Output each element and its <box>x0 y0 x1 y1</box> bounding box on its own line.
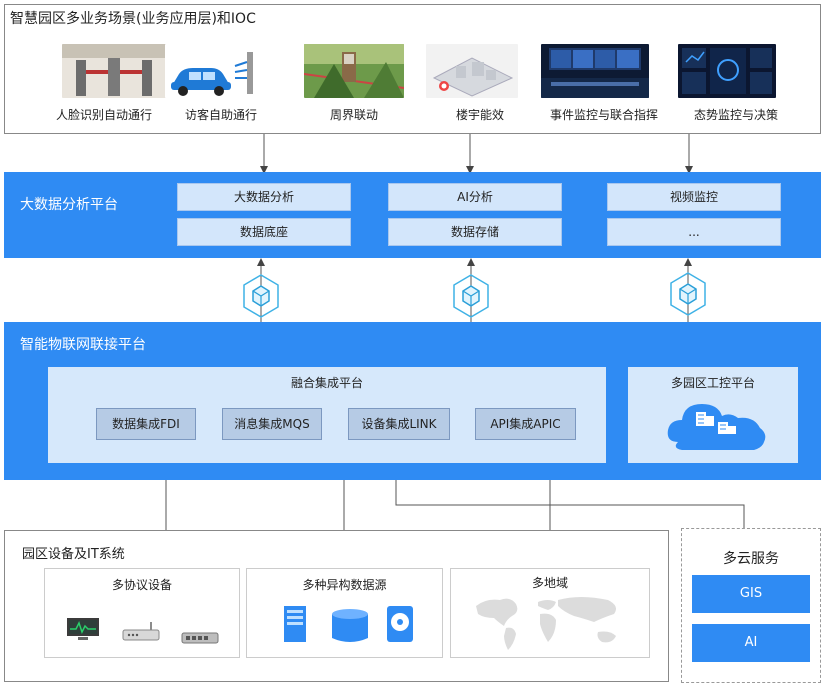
building-model-icon <box>426 44 518 98</box>
multi-cloud-section <box>681 528 821 683</box>
hex-cube-icon <box>243 274 279 318</box>
database-icon <box>332 609 368 642</box>
multi-cloud-title: 多云服务 <box>723 551 779 567</box>
scenario-label: 周界联动 <box>329 108 378 122</box>
bigdata-item: 视频监控 <box>607 183 781 211</box>
device-group-title: 多协议设备 <box>111 578 172 592</box>
device-group-title: 多种异构数据源 <box>302 578 387 592</box>
router-icon <box>122 622 160 641</box>
monitor-icon <box>67 618 99 640</box>
scenario-label: 访客自助通行 <box>184 108 257 122</box>
scenario-label: 人脸识别自动通行 <box>55 108 152 122</box>
bigdata-item: 大数据分析 <box>177 183 351 211</box>
devices-title: 园区设备及IT系统 <box>22 547 125 562</box>
dashboard-icon <box>678 44 776 98</box>
bigdata-item: ... <box>607 218 781 246</box>
car-gate-icon <box>165 44 273 98</box>
cloud-service-gis: GIS <box>692 575 810 613</box>
integration-module: 设备集成LINK <box>348 408 450 440</box>
integration-module: API集成APIC <box>475 408 576 440</box>
fusion-title: 融合集成平台 <box>290 376 363 390</box>
app-layer-title: 智慧园区多业务场景(业务应用层)和IOC <box>10 11 256 27</box>
scenario-label: 事件监控与联合指挥 <box>549 108 658 122</box>
device-group-title: 多地域 <box>531 576 568 590</box>
bigdata-item: 数据存储 <box>388 218 562 246</box>
bigdata-item: AI分析 <box>388 183 562 211</box>
bigdata-item: 数据底座 <box>177 218 351 246</box>
monitor-wall-icon <box>541 44 649 98</box>
iot-title: 智能物联网联接平台 <box>20 337 146 353</box>
cloud-service-ai: AI <box>692 624 810 662</box>
scenario-label: 态势监控与决策 <box>693 108 778 122</box>
bigdata-title: 大数据分析平台 <box>20 197 118 213</box>
world-map-icon <box>476 597 616 650</box>
cloud-buildings-icon <box>667 404 766 450</box>
arrow-cloud <box>392 464 745 528</box>
integration-module: 数据集成FDI <box>96 408 196 440</box>
disk-icon <box>387 606 413 642</box>
integration-module: 消息集成MQS <box>222 408 322 440</box>
switch-icon <box>181 632 219 644</box>
turnstile-icon <box>62 44 170 98</box>
perimeter-fence-icon <box>304 44 404 98</box>
server-icon <box>284 606 306 642</box>
hex-cube-icon <box>670 272 706 316</box>
hex-cube-icon <box>453 274 489 318</box>
scenario-label: 楼宇能效 <box>455 108 504 122</box>
multi-park-title: 多园区工控平台 <box>670 376 755 390</box>
